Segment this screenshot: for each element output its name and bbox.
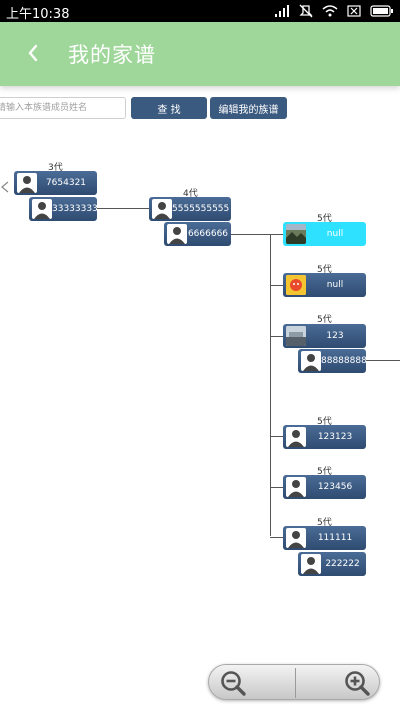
default-avatar-icon — [301, 351, 321, 371]
default-avatar-icon — [17, 173, 37, 193]
app-bar: 我的家谱 — [0, 22, 400, 86]
zoom-divider — [295, 668, 296, 698]
member-node[interactable]: 5555555555 — [149, 197, 231, 221]
default-avatar-icon — [286, 528, 306, 548]
edit-family-tree-button[interactable]: 编辑我的族谱 — [210, 97, 287, 119]
back-button[interactable] — [22, 41, 46, 65]
member-node[interactable]: 123456 — [283, 475, 366, 499]
cartoon-avatar-icon — [286, 275, 306, 295]
member-name: 7654321 — [45, 178, 87, 188]
zoom-controls — [208, 664, 380, 700]
default-avatar-icon — [32, 199, 52, 219]
member-name: 222222 — [325, 559, 360, 569]
generation-label: 5代 — [317, 265, 332, 275]
member-name: 6666666 — [187, 229, 229, 239]
member-node[interactable]: 3333333333 — [29, 197, 97, 221]
member-node[interactable]: null — [283, 273, 366, 297]
member-node[interactable]: 6666666 — [164, 222, 231, 246]
member-name: null — [326, 229, 344, 239]
connector-line — [270, 285, 283, 286]
default-avatar-icon — [152, 199, 172, 219]
generation-label: 5代 — [317, 518, 332, 528]
mute-icon — [298, 3, 314, 18]
member-node[interactable]: 123123 — [283, 425, 366, 449]
photo-avatar-icon — [286, 326, 306, 346]
search-row: 查 找 编辑我的族谱 — [0, 97, 400, 121]
zoom-in-button[interactable] — [343, 669, 371, 697]
connector-line — [270, 234, 283, 235]
generation-label: 5代 — [317, 467, 332, 477]
generation-label: 5代 — [317, 417, 332, 427]
member-name: 8888888888 — [321, 356, 366, 366]
find-button[interactable]: 查 找 — [131, 97, 207, 119]
family-tree[interactable]: 3代 4代 5代 5代 5代 5代 5代 5代 7654321 33333333… — [0, 140, 400, 660]
page-title: 我的家谱 — [68, 43, 156, 67]
sim-icon — [346, 3, 362, 17]
member-name: 3333333333 — [52, 204, 97, 214]
default-avatar-icon — [286, 477, 306, 497]
status-time: 上午10:38 — [6, 7, 70, 22]
chevron-left-icon — [28, 44, 38, 62]
connector-line — [270, 487, 283, 488]
generation-label: 3代 — [48, 163, 63, 173]
member-node-selected[interactable]: null — [283, 222, 366, 246]
member-name: 123456 — [317, 482, 353, 492]
connector-line — [270, 436, 283, 437]
member-search-input[interactable] — [0, 97, 126, 119]
generation-label: 5代 — [317, 315, 332, 325]
zoom-in-icon — [345, 671, 370, 696]
connector-line — [366, 360, 400, 361]
zoom-out-icon — [221, 671, 246, 696]
connector-line — [270, 336, 283, 337]
photo-avatar-icon — [286, 224, 306, 244]
member-node[interactable]: 7654321 — [14, 171, 97, 195]
status-icons — [274, 3, 394, 18]
member-node[interactable]: 111111 — [283, 526, 366, 550]
zoom-out-button[interactable] — [219, 669, 247, 697]
connector-line — [270, 234, 271, 536]
status-bar: 上午10:38 — [0, 0, 400, 22]
default-avatar-icon — [286, 427, 306, 447]
member-name: 123 — [326, 331, 344, 341]
generation-label: 4代 — [183, 189, 198, 199]
member-node[interactable]: 8888888888 — [298, 349, 366, 373]
wifi-icon — [322, 3, 338, 17]
member-name: 5555555555 — [172, 204, 230, 214]
default-avatar-icon — [301, 554, 321, 574]
scroll-left-arrow-icon[interactable] — [0, 178, 10, 197]
connector-line — [270, 537, 283, 538]
signal-icon — [274, 3, 290, 17]
member-name: 123123 — [317, 432, 353, 442]
member-node[interactable]: 222222 — [298, 552, 366, 576]
generation-label: 5代 — [317, 214, 332, 224]
connector-line — [96, 208, 149, 209]
member-name: null — [326, 280, 344, 290]
member-node[interactable]: 123 — [283, 324, 366, 348]
default-avatar-icon — [167, 224, 187, 244]
member-name: 111111 — [317, 533, 353, 543]
battery-icon — [370, 3, 394, 17]
connector-line — [231, 234, 271, 235]
